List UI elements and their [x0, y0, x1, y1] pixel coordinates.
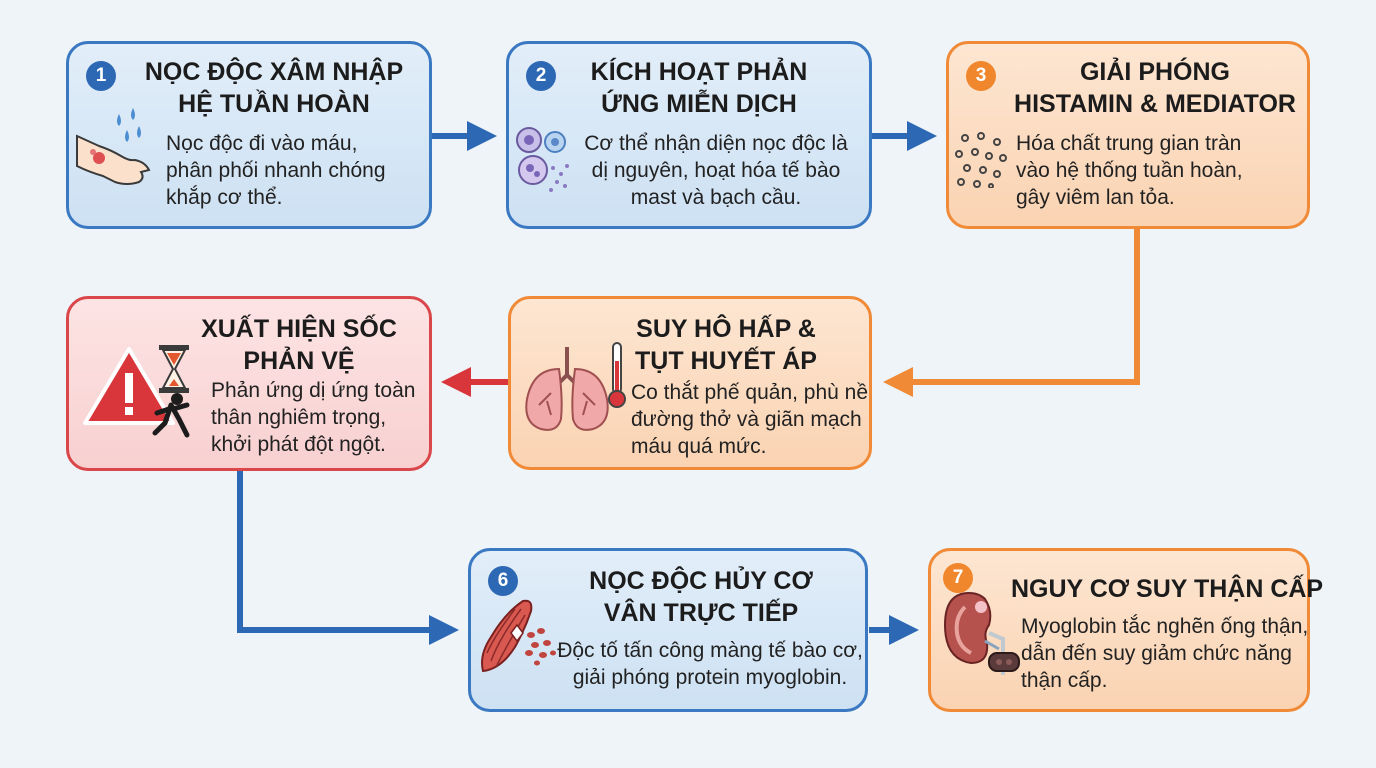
lungs-thermometer-icon — [521, 339, 633, 442]
step-2-description: Cơ thể nhận diện nọc độc là dị nguyên, h… — [584, 132, 848, 209]
step-3-card: 3 GIẢI PHÓNG HISTAMIN & MEDIATOR Hóa chấ… — [946, 41, 1310, 229]
hand-blood-drops-icon — [75, 106, 153, 193]
step-3-description: Hóa chất trung gian tràn vào hệ thống tu… — [1016, 132, 1243, 209]
step-4-title: SUY HÔ HẤP & TỤT HUYẾT ÁP — [635, 315, 817, 375]
step-5-title: XUẤT HIỆN SỐC PHẢN VỆ — [201, 315, 397, 375]
step-6-card: 6 NỌC ĐỘC HỦY CƠ VÂN TRỰC TIẾP Độc tố tấ… — [468, 548, 868, 712]
step-1-description: Nọc độc đi vào máu, phân phối nhanh chón… — [166, 132, 386, 209]
step-6-badge: 6 — [488, 566, 518, 596]
step-3-title: GIẢI PHÓNG HISTAMIN & MEDIATOR — [1014, 58, 1296, 118]
step-4-card: SUY HÔ HẤP & TỤT HUYẾT ÁP Co thắt phế qu… — [508, 296, 872, 470]
kidney-icon — [939, 587, 1021, 682]
step-7-description: Myoglobin tắc nghẽn ống thận, dẫn đến su… — [1021, 615, 1309, 692]
step-4-description: Co thắt phế quản, phù nề đường thở và gi… — [631, 381, 869, 458]
chemical-dots-icon — [955, 132, 1009, 193]
step-2-title: KÍCH HOẠT PHẢN ỨNG MIỄN DỊCH — [590, 58, 808, 118]
step-2-card: 2 KÍCH HOẠT PHẢN ỨNG MIỄN DỊCH — [506, 41, 872, 229]
warning-hourglass-icon — [83, 343, 209, 446]
step-1-title: NỌC ĐỘC XÂM NHẬP HỆ TUẦN HOÀN — [144, 58, 404, 118]
step-5-description: Phản ứng dị ứng toàn thân nghiêm trọng, … — [211, 379, 416, 456]
step-2-badge: 2 — [526, 61, 556, 91]
step-1-card: 1 NỌC ĐỘC XÂM NHẬP HỆ TUẦN HOÀN Nọc độc … — [66, 41, 432, 229]
muscle-damage-icon — [477, 595, 559, 682]
arrow-step3-to-step4 — [883, 229, 1140, 397]
arrow-step5-to-step6 — [237, 471, 459, 645]
step-1-badge: 1 — [86, 61, 116, 91]
immune-cells-icon — [515, 124, 575, 205]
step-6-description: Độc tố tấn công màng tế bào cơ, giải phó… — [557, 639, 863, 689]
step-7-title: NGUY CƠ SUY THẬN CẤP — [1011, 575, 1324, 603]
step-5-card: XUẤT HIỆN SỐC PHẢN VỆ Phản ứng dị ứng to… — [66, 296, 432, 471]
step-6-title: NỌC ĐỘC HỦY CƠ VÂN TRỰC TIẾP — [589, 567, 813, 627]
step-7-card: 7 NGUY CƠ SUY THẬN CẤP Myoglobin tắc ngh… — [928, 548, 1324, 712]
step-3-badge: 3 — [966, 61, 996, 91]
step-7-badge: 7 — [943, 563, 973, 593]
